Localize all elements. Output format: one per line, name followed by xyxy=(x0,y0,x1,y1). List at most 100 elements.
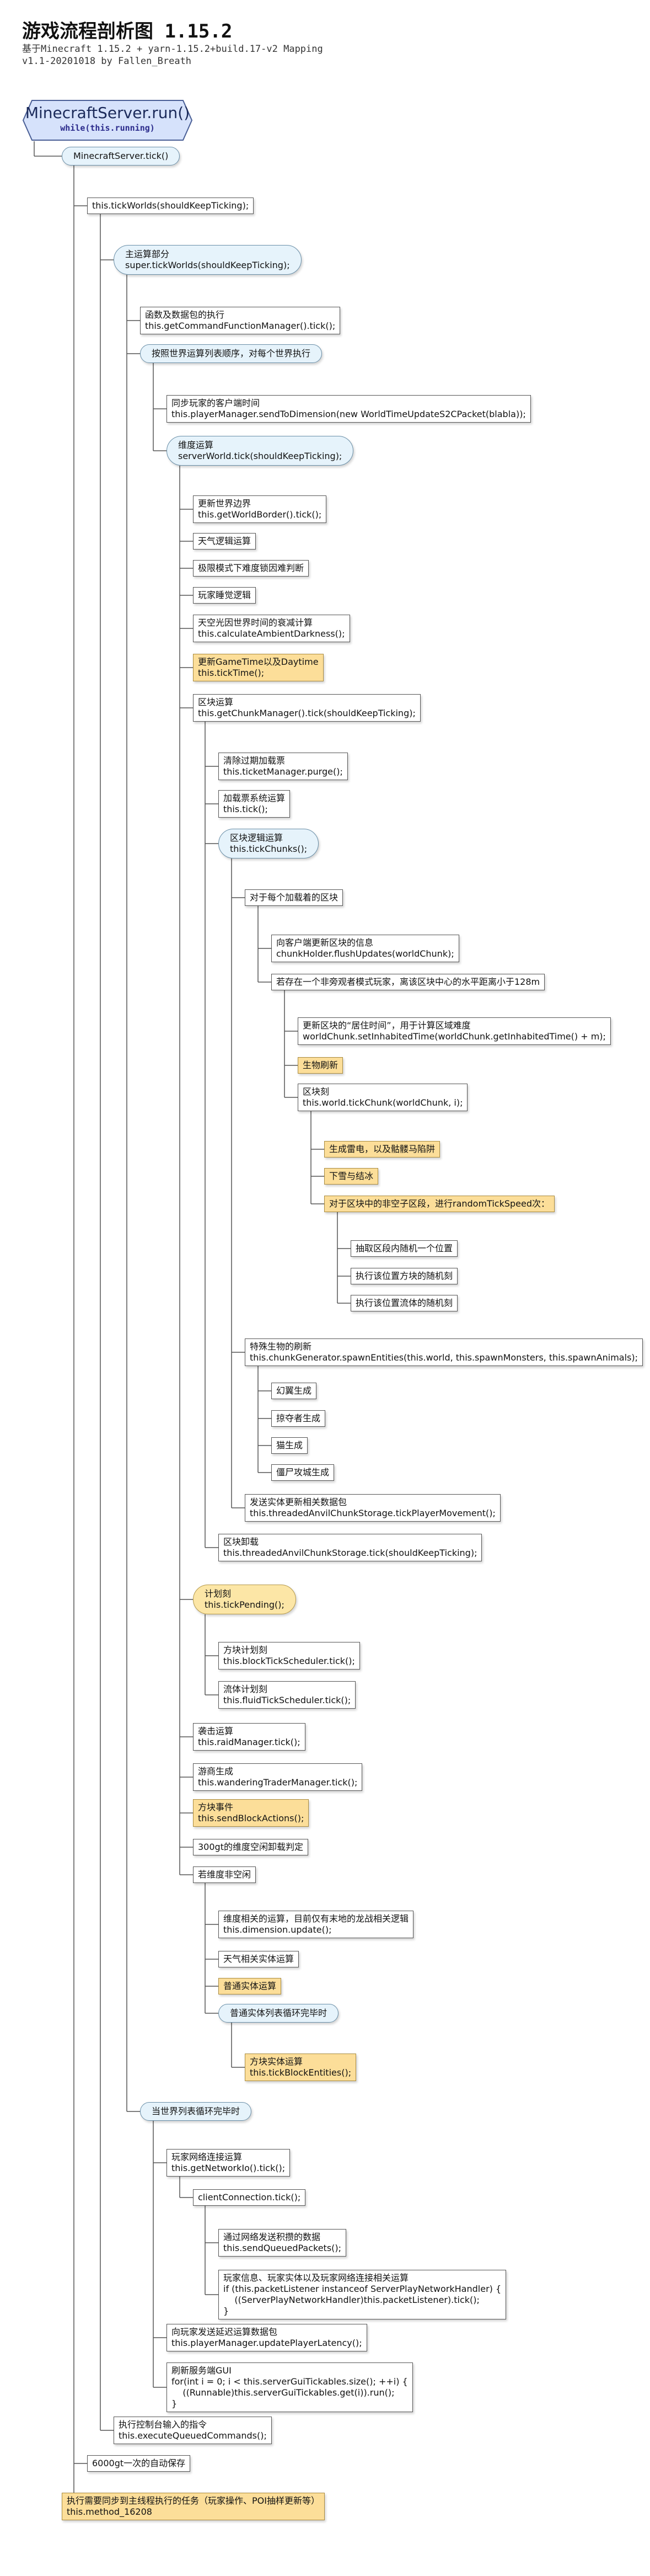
flow-node-n26: 对于区块中的非空子区段，进行randomTickSpeed次： xyxy=(324,1196,555,1212)
flow-node-line: 更新区块的“居住时间”，用于计算区域难度 xyxy=(303,1020,471,1031)
flow-node-line: ((Runnable)this.serverGuiTickables.get(i… xyxy=(171,2387,395,2398)
flow-node-n32: 掠夺者生成 xyxy=(271,1410,326,1427)
flow-node-line: 区块卸载 xyxy=(223,1537,259,1547)
flow-node-line: this.getChunkManager().tick(shouldKeepTi… xyxy=(198,708,416,718)
flow-node-line: MinecraftServer.tick() xyxy=(73,151,169,161)
flow-node-line: chunkHolder.flushUpdates(worldChunk); xyxy=(276,948,454,959)
flow-node-line: if (this.packetListener instanceof Serve… xyxy=(223,2284,502,2294)
flow-node-line: this.tickTime(); xyxy=(198,668,265,678)
flow-node-line: 函数及数据包的执行 xyxy=(145,310,225,320)
flow-node-line: 幻翼生成 xyxy=(276,1385,312,1396)
flow-node-n43: 300gt的维度空闲卸载判定 xyxy=(193,1839,308,1855)
flow-node-line: this.getNetworkIo().tick(); xyxy=(171,2163,286,2173)
flow-node-line: this.tickPending(); xyxy=(205,1599,284,1610)
flow-node-line: 掠夺者生成 xyxy=(276,1413,321,1423)
flow-node-line: 游商生成 xyxy=(198,1766,234,1777)
flow-node-n44: 若维度非空闲 xyxy=(193,1866,256,1883)
flow-node-line: this.threadedAnvilChunkStorage.tickPlaye… xyxy=(250,1508,496,1518)
flow-node-line: this.tickWorlds(shouldKeepTicking); xyxy=(92,200,249,211)
flow-node-line: 对于每个加载着的区块 xyxy=(250,892,339,903)
flow-node-line: this.fluidTickScheduler.tick(); xyxy=(223,1695,351,1705)
flow-node-n50: 当世界列表循环完毕时 xyxy=(140,2102,252,2121)
root-title: MinecraftServer.run() xyxy=(25,104,190,122)
flow-node-line: this.tickBlockEntities(); xyxy=(250,2067,352,2078)
flow-node-n31: 幻翼生成 xyxy=(271,1383,317,1399)
flow-node-line: 6000gt一次的自动保存 xyxy=(92,2458,186,2468)
flow-node-line: 天气相关实体运算 xyxy=(223,1954,294,1964)
flow-node-line: this.threadedAnvilChunkStorage.tick(shou… xyxy=(223,1548,477,1558)
diagram-version: v1.1-20201018 by Fallen_Breath xyxy=(22,56,192,67)
flow-node-n48: 普通实体列表循环完毕时 xyxy=(218,2004,339,2023)
flow-node-line: 生成雷电，以及骷髅马陷阱 xyxy=(329,1144,436,1154)
flow-node-line: this.chunkGenerator.spawnEntities(this.w… xyxy=(250,1352,638,1363)
flow-node-line: } xyxy=(171,2398,178,2409)
flow-node-line: this.getCommandFunctionManager().tick(); xyxy=(145,321,336,331)
flow-node-line: 猫生成 xyxy=(276,1440,303,1450)
flow-node-n34: 僵尸攻城生成 xyxy=(271,1464,335,1481)
flow-node-line: super.tickWorlds(shouldKeepTicking); xyxy=(125,260,290,270)
flow-node-line: 向玩家发送延迟运算数据包 xyxy=(171,2327,278,2337)
flow-node-line: 当世界列表循环完毕时 xyxy=(152,2106,240,2116)
flow-node-line: this.raidManager.tick(); xyxy=(198,1737,300,1747)
flow-node-line: 执行控制台输入的指令 xyxy=(119,2419,207,2430)
flow-node-line: 方块计划刻 xyxy=(223,1645,268,1655)
flow-node-n24: 生成雷电，以及骷髅马陷阱 xyxy=(324,1141,441,1158)
root-loop-condition: while(this.running) xyxy=(60,123,155,133)
flow-node-line: 流体计划刻 xyxy=(223,1684,268,1694)
flow-node-line: 僵尸攻城生成 xyxy=(276,1467,330,1478)
flow-node-line: 执行该位置流体的随机刻 xyxy=(356,1298,453,1308)
flow-node-line: this.playerManager.updatePlayerLatency()… xyxy=(171,2338,362,2348)
flow-node-line: worldChunk.setInhabitedTime(worldChunk.g… xyxy=(303,1031,606,1042)
flow-node-line: this.dimension.update(); xyxy=(223,1924,332,1935)
flow-node-line: 通过网络发送积攒的数据 xyxy=(223,2232,321,2242)
flow-node-n28: 执行该位置方块的随机刻 xyxy=(351,1268,458,1284)
flow-node-line: this.wanderingTraderManager.tick(); xyxy=(198,1777,358,1788)
flow-node-line: this.world.tickChunk(worldChunk, i); xyxy=(303,1097,463,1108)
flow-node-line: this.playerManager.sendToDimension(new W… xyxy=(171,409,526,419)
flow-node-line: clientConnection.tick(); xyxy=(198,2192,301,2202)
flow-node-line: 区块运算 xyxy=(198,697,234,707)
flow-node-line: this.tick(); xyxy=(223,804,268,814)
flow-node-line: 若维度非空闲 xyxy=(198,1869,251,1880)
flow-node-line: this.blockTickScheduler.tick(); xyxy=(223,1656,355,1666)
flow-node-line: 方块事件 xyxy=(198,1802,234,1812)
flow-node-line: 更新世界边界 xyxy=(198,498,251,509)
flow-node-line: this.sendBlockActions(); xyxy=(198,1813,304,1823)
flow-node-line: ((ServerPlayNetworkHandler)this.packetLi… xyxy=(223,2295,480,2305)
flow-node-line: 刷新服务端GUI xyxy=(171,2365,232,2376)
root-node: MinecraftServer.run() while(this.running… xyxy=(22,104,193,134)
flow-node-line: 维度运算 xyxy=(178,440,214,450)
flow-node-line: 生物刷新 xyxy=(303,1060,339,1070)
flow-node-line: 区块刻 xyxy=(303,1086,330,1097)
flow-node-n10: 极限模式下难度锁因难判断 xyxy=(193,560,309,577)
diagram-title: 游戏流程剖析图 1.15.2 xyxy=(22,20,233,42)
flow-node-n5: 按照世界运算列表顺序，对每个世界执行 xyxy=(140,344,323,363)
flow-node-line: 清除过期加载票 xyxy=(223,755,286,766)
flow-node-n1: MinecraftServer.tick() xyxy=(62,147,180,166)
flow-node-line: this.executeQueuedCommands(); xyxy=(119,2430,267,2441)
flow-node-line: } xyxy=(223,2306,229,2316)
flow-node-line: 下雪与结冰 xyxy=(329,1171,374,1181)
flow-node-n9: 天气逻辑运算 xyxy=(193,533,256,550)
flow-node-line: 天空光因世界时间的衰减计算 xyxy=(198,617,313,628)
